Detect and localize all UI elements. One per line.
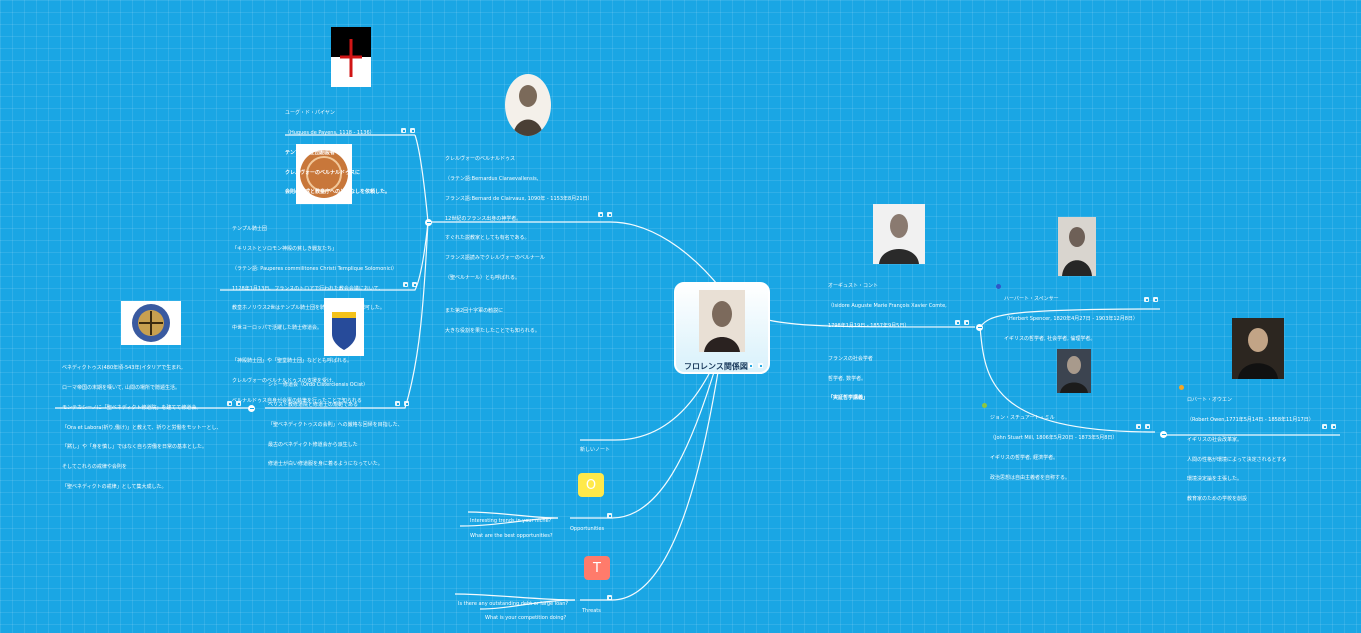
benedict-note-icon[interactable] [227, 401, 232, 406]
node-comte[interactable]: オーギュスト・コント （Isidore Auguste Marie Franço… [828, 283, 947, 402]
spencer-portrait-image [1058, 217, 1096, 276]
comte-note-icon[interactable] [955, 320, 960, 325]
hugues-note-icon[interactable] [401, 128, 406, 133]
benedict-medal-image [121, 301, 181, 345]
mill-collapse-toggle[interactable] [1160, 431, 1167, 438]
owen-bullet-icon [1179, 385, 1184, 390]
opportunities-letter-box: O [578, 473, 604, 497]
spencer-attach-icon[interactable] [1153, 297, 1158, 302]
owen-attach-icon[interactable] [1331, 424, 1336, 429]
bernard-attach-icon[interactable] [607, 212, 612, 217]
bernard-note-icon[interactable] [598, 212, 603, 217]
note-icon[interactable] [748, 363, 753, 368]
threats-child-2[interactable]: What is your competition doing? [485, 615, 567, 622]
branch-bernard [430, 221, 723, 291]
branch-cistercian [265, 221, 429, 409]
node-opportunities[interactable]: Opportunities [570, 526, 605, 533]
bernard-collapse-toggle[interactable] [425, 219, 432, 226]
templar-note-icon[interactable] [403, 282, 408, 287]
branch-hugues [414, 134, 429, 223]
mill-attach-icon[interactable] [1145, 424, 1150, 429]
templar-attach-icon[interactable] [412, 282, 417, 287]
node-owen[interactable]: ロバート・オウエン （Robert Owen,1771年5月14日 - 1858… [1187, 397, 1314, 503]
comte-attach-icon[interactable] [964, 320, 969, 325]
bernard-portrait-image [505, 74, 551, 136]
branch-comte [767, 319, 976, 328]
mill-bullet-icon [982, 403, 987, 408]
node-new-note[interactable]: 新しいノート [580, 447, 611, 454]
benedict-collapse-toggle[interactable] [248, 405, 255, 412]
opportunities-note-icon[interactable] [607, 513, 612, 518]
node-templar[interactable]: テンプル騎士団 「キリストとソロモン神殿の貧しき戦友たち」 （ラテン語: Pau… [232, 226, 398, 404]
spencer-bullet-icon [996, 284, 1001, 289]
spencer-note-icon[interactable] [1144, 297, 1149, 302]
branch-threats [580, 371, 719, 601]
cistercian-arms-image [324, 298, 364, 356]
threats-child-1[interactable]: Is there any outstanding debt or large l… [458, 601, 569, 608]
hugues-attach-icon[interactable] [410, 128, 415, 133]
branch-mill [979, 326, 1156, 433]
node-benedict[interactable]: ベネディクトゥス(480年頃-543年)イタリアで生まれ, ローマ帝国の末期を嘆… [62, 365, 222, 490]
mill-portrait-image [1057, 349, 1091, 393]
owen-note-icon[interactable] [1322, 424, 1327, 429]
branch-spencer [979, 308, 1161, 328]
cistercian-note-icon[interactable] [395, 401, 400, 406]
attachment-icon[interactable] [758, 363, 763, 368]
threats-letter-box: T [584, 556, 610, 580]
branch-opportunities [570, 371, 715, 519]
node-mill[interactable]: ジョン・スチュアート・ミル （John Stuart Mill, 1806年5月… [990, 415, 1118, 481]
node-spencer[interactable]: ハーバート・スペンサー （Herbert Spencer, 1820年4月27日… [1004, 296, 1138, 342]
owen-portrait-image [1232, 318, 1284, 379]
comte-portrait-image [873, 204, 925, 264]
cistercian-attach-icon[interactable] [404, 401, 409, 406]
opportunities-child-1[interactable]: Interesting trends in your niche? [470, 518, 552, 525]
node-bernard[interactable]: クレルヴォーのベルナルドゥス （ラテン語:Bernardus Claraeval… [445, 156, 593, 334]
benedict-attach-icon[interactable] [236, 401, 241, 406]
templar-seal-image [296, 144, 352, 204]
threats-note-icon[interactable] [607, 595, 612, 600]
branch-templar [220, 221, 429, 291]
central-topic-title: フロレンス関係図 [684, 362, 748, 371]
branch-new-note [580, 371, 711, 441]
central-topic-node[interactable]: フロレンス関係図 [674, 282, 770, 374]
node-hugues[interactable]: ユーグ・ド・パイヤン （Hugues de Payens, 1118 - 113… [285, 110, 391, 196]
comte-collapse-toggle[interactable] [976, 324, 983, 331]
opportunities-child-2[interactable]: What are the best opportunities? [470, 533, 553, 540]
node-cistercian[interactable]: シトー修道会（Ordo Cisterciensis OCist） ベリスト教修道… [268, 382, 403, 468]
nightingale-portrait-image [699, 290, 745, 352]
templar-flag-image [331, 27, 371, 87]
node-threats[interactable]: Threats [582, 608, 601, 615]
mill-note-icon[interactable] [1136, 424, 1141, 429]
